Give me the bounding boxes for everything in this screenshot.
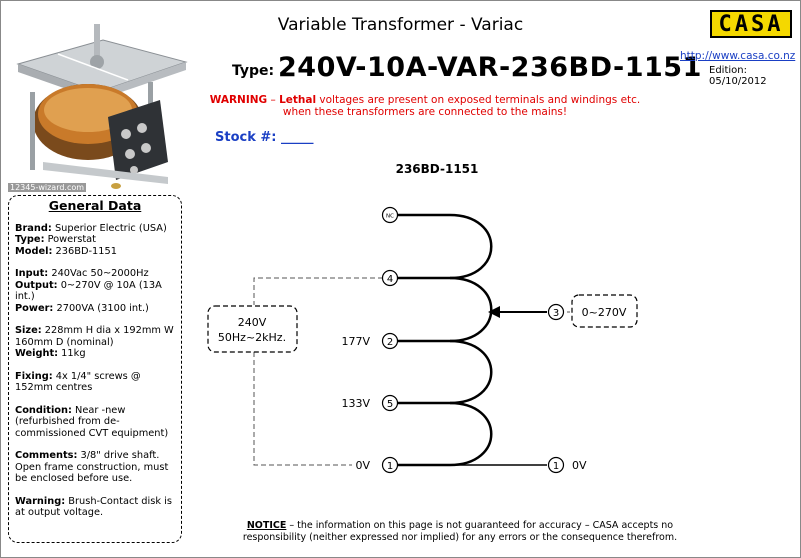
input-voltage-box bbox=[207, 305, 298, 353]
terminal-nc bbox=[381, 206, 399, 224]
weight-value: 11kg bbox=[58, 348, 86, 359]
terminal-3 bbox=[547, 303, 565, 321]
brand-section: Brand: Superior Electric (USA) Type: Pow… bbox=[15, 223, 175, 258]
tap-0v-left-label: 0V bbox=[355, 459, 370, 472]
model-label: Model: bbox=[15, 245, 53, 257]
size-value: 228mm H dia x 192mm W 160mm D (nominal) bbox=[15, 325, 174, 348]
model-value: 236BD-1151 bbox=[52, 245, 117, 257]
input-value: 240Vac 50~2000Hz bbox=[48, 268, 149, 279]
type-label: Type: bbox=[232, 63, 275, 79]
comments-label: Comments: bbox=[15, 450, 78, 461]
type-spec-value: Powerstat bbox=[44, 234, 97, 245]
fixing-section: Fixing: 4x 1/4" screws @ 152mm centres bbox=[15, 371, 175, 394]
comments-section: Comments: 3/8" drive shaft. Open frame c… bbox=[15, 450, 175, 485]
tap-0v-right-label: 0V bbox=[572, 459, 587, 472]
winding-coil bbox=[398, 213, 547, 467]
warning-label: WARNING bbox=[209, 94, 268, 106]
power-label: Power: bbox=[15, 302, 54, 314]
terminal-1-right-label: 1 bbox=[553, 461, 559, 472]
notice-text: – the information on this page is not gu… bbox=[242, 520, 678, 543]
terminal-4 bbox=[381, 269, 399, 287]
brand-label: Brand: bbox=[15, 222, 52, 234]
terminal-1-left-label: 1 bbox=[387, 461, 393, 472]
general-data-title: General Data bbox=[48, 198, 142, 213]
casa-website-link[interactable]: http://www.casa.co.nz bbox=[680, 50, 796, 62]
warning-spec-label: Warning: bbox=[15, 495, 66, 507]
output-label: Output: bbox=[15, 279, 58, 291]
diagram-title: 236BD-1151 bbox=[396, 162, 479, 176]
condition-section: Condition: Near -new (refurbished from d… bbox=[15, 405, 175, 440]
page-title: Variable Transformer - Variac bbox=[277, 15, 524, 35]
terminal-1-right bbox=[547, 456, 565, 474]
brush-arrow-icon bbox=[488, 306, 500, 318]
disclaimer-notice: NOTICE – the information on this page is… bbox=[240, 520, 680, 544]
input-voltage: 240V bbox=[238, 316, 267, 329]
terminal-4-label: 4 bbox=[387, 274, 393, 285]
variac-photo bbox=[16, 24, 188, 189]
output-voltage: 0~270V bbox=[582, 306, 627, 319]
condition-label: Condition: bbox=[15, 404, 72, 416]
stock-number: Stock #: _____ bbox=[215, 130, 314, 145]
output-value: 0~270V @ 10A (13A int.) bbox=[15, 279, 162, 303]
input-label: Input: bbox=[15, 268, 49, 279]
fixing-label: Fixing: bbox=[15, 370, 53, 382]
warning-spec-value: Brush-Contact disk is at output voltage. bbox=[15, 495, 172, 519]
tap-133v-label: 133V bbox=[341, 397, 370, 410]
input-lead-bottom bbox=[253, 352, 352, 466]
warning-text: voltages are present on exposed terminal… bbox=[282, 94, 641, 118]
power-value: 2700VA (3100 int.) bbox=[53, 302, 149, 314]
terminal-5 bbox=[381, 394, 399, 412]
type-spec-label: Type: bbox=[15, 234, 45, 245]
photo-watermark: 12345-wizard.com bbox=[8, 183, 87, 192]
input-lead-top bbox=[253, 277, 383, 305]
tap-177v-label: 177V bbox=[341, 335, 370, 348]
terminal-5-label: 5 bbox=[387, 399, 393, 410]
size-section: Size: 228mm H dia x 192mm W 160mm D (nom… bbox=[15, 325, 175, 360]
rating-section: Input: 240Vac 50~2000Hz Output: 0~270V @… bbox=[15, 268, 175, 314]
comments-value: 3/8" drive shaft. Open frame constructio… bbox=[15, 450, 169, 484]
edition-date: Edition: 05/10/2012 bbox=[709, 65, 767, 87]
brand-value: Superior Electric (USA) bbox=[51, 222, 167, 234]
output-voltage-box bbox=[571, 294, 638, 328]
warning-section: Warning: Brush-Contact disk is at output… bbox=[15, 496, 175, 519]
terminal-1-left bbox=[381, 456, 399, 474]
condition-value: Near -new (refurbished from de-commissio… bbox=[15, 404, 169, 439]
fixing-value: 4x 1/4" screws @ 152mm centres bbox=[15, 370, 141, 394]
size-label: Size: bbox=[15, 325, 42, 336]
weight-label: Weight: bbox=[15, 348, 59, 359]
casa-logo: CASA bbox=[710, 10, 792, 38]
warning-notice: WARNING – Lethal voltages are present on… bbox=[200, 94, 650, 118]
terminal-3-label: 3 bbox=[553, 308, 559, 319]
general-data-panel: General Data Brand: Superior Electric (U… bbox=[8, 195, 182, 543]
terminal-nc-label: NC bbox=[386, 214, 394, 220]
warning-dash: – bbox=[267, 94, 280, 106]
terminal-2 bbox=[381, 332, 399, 350]
type-value: 240V-10A-VAR-236BD-1151 bbox=[278, 52, 702, 83]
terminal-2-label: 2 bbox=[387, 337, 393, 348]
warning-lethal: Lethal bbox=[279, 94, 317, 106]
notice-label: NOTICE bbox=[246, 520, 287, 531]
input-frequency: 50Hz~2kHz. bbox=[218, 331, 286, 344]
